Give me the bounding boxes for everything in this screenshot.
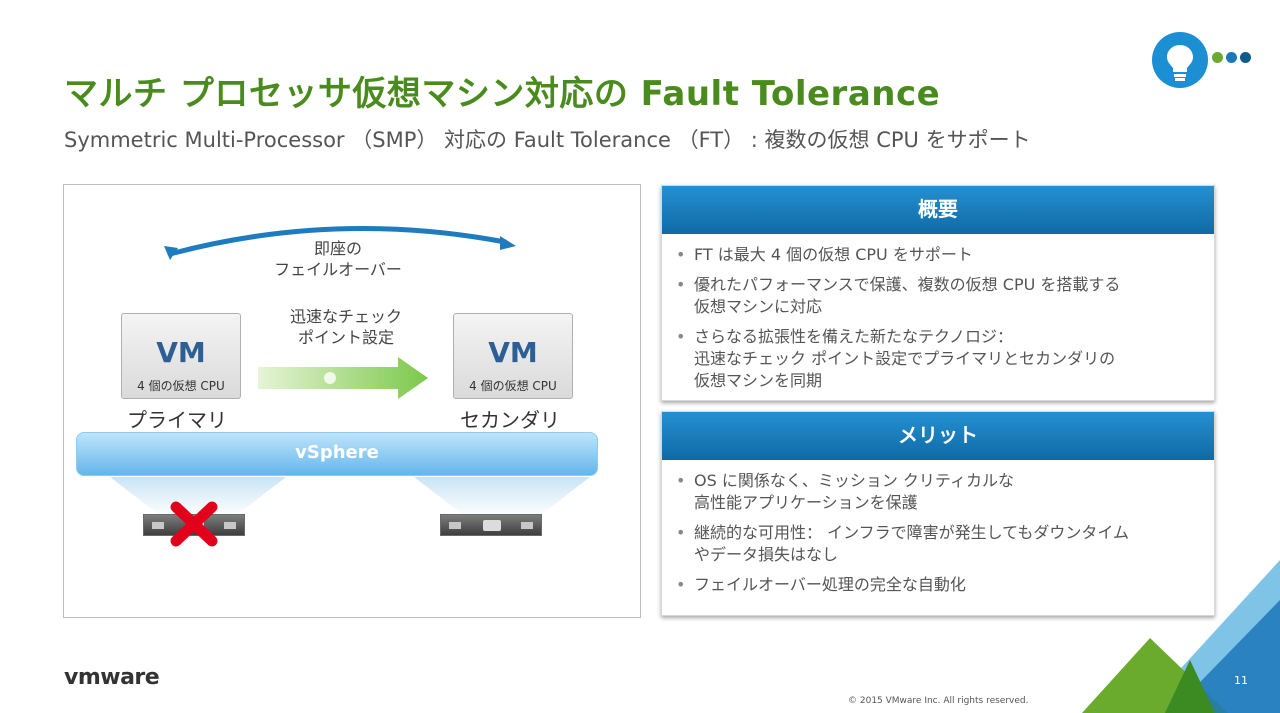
primary-vm-name: VM <box>156 336 206 369</box>
benefits-panel: メリット OS に関係なく、ミッション クリティカルな 高性能アプリケーションを… <box>661 411 1215 616</box>
checkpoint-label-line1: 迅速なチェック <box>289 307 402 326</box>
benefits-list: OS に関係なく、ミッション クリティカルな 高性能アプリケーションを保護 継続… <box>662 460 1214 596</box>
list-item-text: 仮想マシンに対応 <box>694 297 823 316</box>
failover-label-line2: フェイルオーバー <box>274 260 402 279</box>
secondary-vm-name: VM <box>488 336 538 369</box>
replication-arrow-icon <box>258 357 428 399</box>
list-item: さらなる拡張性を備えた新たなテクノロジ： 迅速なチェック ポイント設定でプライマ… <box>676 326 1200 392</box>
failover-label-line1: 即座の <box>313 239 362 258</box>
list-item-text: フェイルオーバー処理の完全な自動化 <box>694 575 966 594</box>
ft-diagram <box>63 184 641 618</box>
primary-role-label: プライマリ <box>127 408 227 432</box>
list-item-text: やデータ損失はなし <box>694 545 839 564</box>
secondary-server-icon <box>440 514 542 536</box>
dot-green-icon <box>1212 52 1223 63</box>
list-item-text: 迅速なチェック ポイント設定でプライマリとセカンダリの <box>694 349 1116 368</box>
list-item: OS に関係なく、ミッション クリティカルな 高性能アプリケーションを保護 <box>676 470 1200 514</box>
checkpoint-label-line2: ポイント設定 <box>297 328 394 347</box>
secondary-vm-box: VM 4 個の仮想 CPU <box>453 313 573 399</box>
overview-panel: 概要 FT は最大 4 個の仮想 CPU をサポート 優れたパフォーマンスで保護… <box>661 185 1215 401</box>
list-item-text: 優れたパフォーマンスで保護、複数の仮想 CPU を搭載する <box>694 275 1121 294</box>
slide-title: マルチ プロセッサ仮想マシン対応の Fault Tolerance <box>64 74 941 114</box>
overview-heading: 概要 <box>662 186 1214 234</box>
list-item: FT は最大 4 個の仮想 CPU をサポート <box>676 244 1200 266</box>
list-item-text: 高性能アプリケーションを保護 <box>694 493 918 512</box>
list-item-text: FT は最大 4 個の仮想 CPU をサポート <box>694 245 973 264</box>
secondary-role-label: セカンダリ <box>460 408 560 432</box>
dot-blue-icon <box>1226 52 1237 63</box>
red-x-icon <box>170 501 218 547</box>
secondary-vm-cpu: 4 個の仮想 CPU <box>469 379 557 393</box>
slide-subtitle: Symmetric Multi-Processor （SMP） 対応の Faul… <box>64 128 1031 152</box>
list-item-text: 継続的な可用性： インフラで障害が発生してもダウンタイム <box>694 523 1130 542</box>
vmware-logo: vmware <box>64 665 160 690</box>
dot-dark-icon <box>1240 52 1251 63</box>
vsphere-bar: vSphere <box>76 432 598 476</box>
list-item-text: 仮想マシンを同期 <box>694 371 823 390</box>
benefits-heading: メリット <box>662 412 1214 460</box>
primary-vm-cpu: 4 個の仮想 CPU <box>137 379 225 393</box>
list-item: 継続的な可用性： インフラで障害が発生してもダウンタイム やデータ損失はなし <box>676 522 1200 566</box>
copyright-text: © 2015 VMware Inc. All rights reserved. <box>848 696 1029 706</box>
secondary-host-beam <box>414 477 590 517</box>
page-number: 11 <box>1234 674 1248 687</box>
list-item-text: OS に関係なく、ミッション クリティカルな <box>694 471 1014 490</box>
vsphere-label: vSphere <box>295 442 379 463</box>
decorative-dots <box>1212 52 1251 63</box>
checkpoint-label: 迅速なチェック ポイント設定 <box>266 306 426 348</box>
overview-list: FT は最大 4 個の仮想 CPU をサポート 優れたパフォーマンスで保護、複数… <box>662 234 1214 392</box>
failover-arc-icon <box>164 226 516 260</box>
list-item-text: さらなる拡張性を備えた新たなテクノロジ： <box>694 327 1014 346</box>
primary-host-beam <box>110 477 286 517</box>
list-item: フェイルオーバー処理の完全な自動化 <box>676 574 1200 596</box>
primary-vm-box: VM 4 個の仮想 CPU <box>121 313 241 399</box>
lightbulb-icon <box>1152 32 1208 88</box>
list-item: 優れたパフォーマンスで保護、複数の仮想 CPU を搭載する 仮想マシンに対応 <box>676 274 1200 318</box>
failover-label: 即座の フェイルオーバー <box>258 238 418 280</box>
